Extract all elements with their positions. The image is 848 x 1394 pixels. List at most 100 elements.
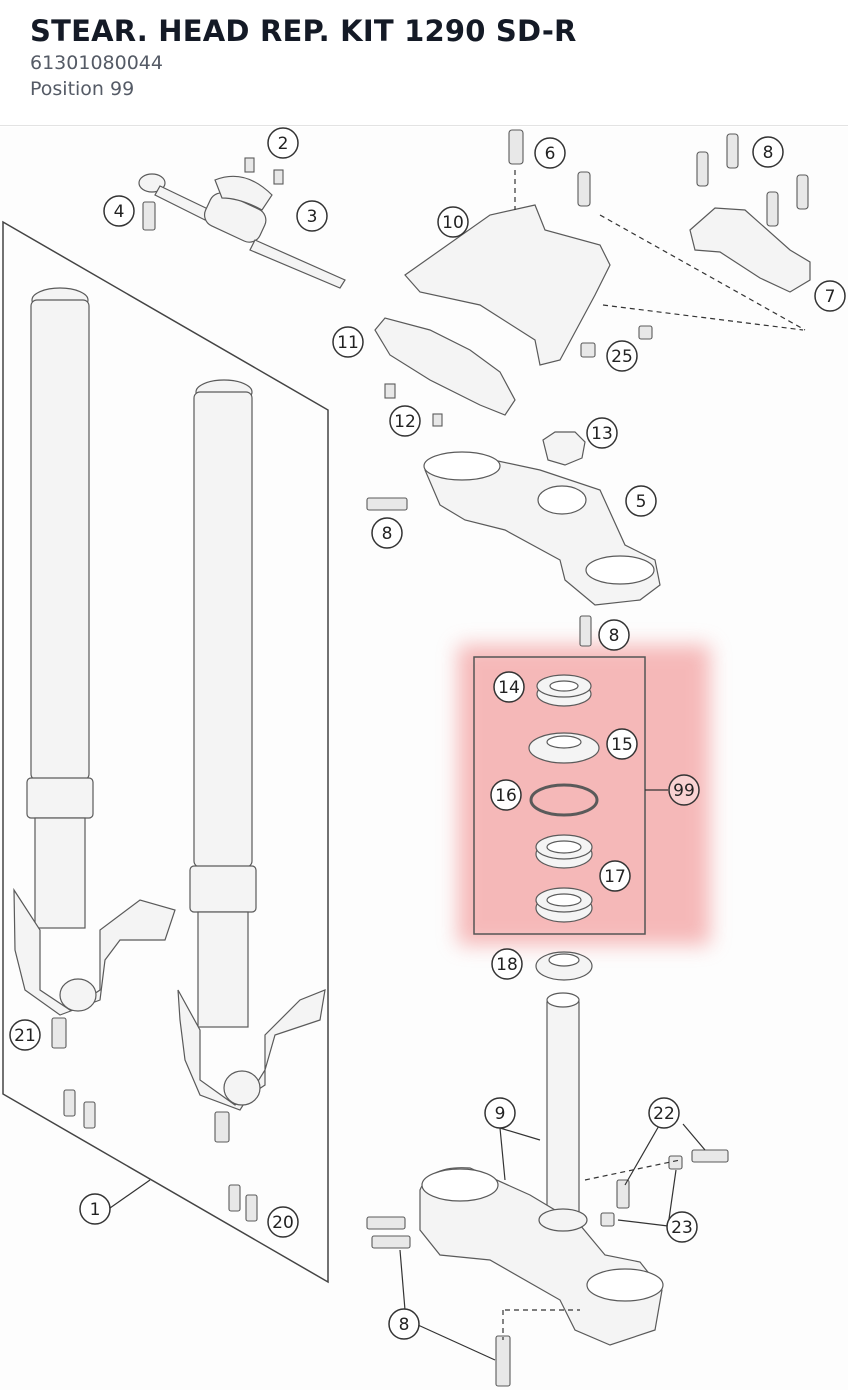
callout-14: 14 bbox=[493, 671, 525, 703]
callout-label: 13 bbox=[591, 424, 613, 444]
callout-circle bbox=[389, 405, 421, 437]
callout-label: 2 bbox=[278, 134, 289, 154]
nut-13 bbox=[542, 431, 586, 466]
clamp-7 bbox=[689, 207, 811, 293]
callout-label: 8 bbox=[763, 143, 774, 163]
callout-18: 18 bbox=[491, 948, 523, 980]
seal-18 bbox=[535, 951, 593, 981]
callout-12: 12 bbox=[389, 405, 421, 437]
callout-label: 12 bbox=[394, 412, 416, 432]
callout-label: 11 bbox=[337, 333, 359, 353]
fork-panel bbox=[2, 220, 329, 1284]
callout-label: 10 bbox=[442, 213, 464, 233]
callout-label: 8 bbox=[399, 1315, 410, 1335]
callout-circle bbox=[752, 136, 784, 168]
callout-9: 9 bbox=[484, 1097, 516, 1129]
callout-label: 99 bbox=[673, 781, 695, 801]
callout-circle bbox=[668, 774, 700, 806]
callout-8: 8 bbox=[371, 517, 403, 549]
callout-label: 1 bbox=[90, 1200, 101, 1220]
callout-10: 10 bbox=[437, 206, 469, 238]
callout-label: 15 bbox=[611, 735, 633, 755]
callout-circle bbox=[267, 1206, 299, 1238]
callout-label: 22 bbox=[653, 1104, 675, 1124]
fork-leg-right bbox=[177, 379, 326, 1111]
callout-20: 20 bbox=[267, 1206, 299, 1238]
callout-label: 9 bbox=[495, 1104, 506, 1124]
bolts bbox=[51, 129, 809, 1387]
callout-8: 8 bbox=[598, 619, 630, 651]
position-label: Position 99 bbox=[30, 78, 135, 100]
page-header: STEAR. HEAD REP. KIT 1290 SD-R 613010800… bbox=[0, 0, 848, 126]
callout-circle bbox=[625, 485, 657, 517]
callout-17: 17 bbox=[599, 860, 631, 892]
steering-damper bbox=[138, 173, 346, 289]
callout-4: 4 bbox=[103, 195, 135, 227]
callout-circle bbox=[296, 200, 328, 232]
callout-label: 17 bbox=[604, 867, 626, 887]
callout-8: 8 bbox=[752, 136, 784, 168]
kit-parts bbox=[528, 674, 600, 923]
page-title: STEAR. HEAD REP. KIT 1290 SD-R bbox=[30, 14, 577, 48]
callout-7: 7 bbox=[814, 280, 846, 312]
callout-label: 23 bbox=[671, 1218, 693, 1238]
callout-13: 13 bbox=[586, 417, 618, 449]
callout-circle bbox=[79, 1193, 111, 1225]
callout-1: 1 bbox=[79, 1193, 111, 1225]
callout-circle bbox=[493, 671, 525, 703]
callout-label: 7 bbox=[825, 287, 836, 307]
lower-triple-clamp bbox=[419, 992, 664, 1346]
callout-label: 5 bbox=[636, 492, 647, 512]
callout-label: 14 bbox=[498, 678, 520, 698]
leader-lines bbox=[109, 170, 806, 1361]
callout-circle bbox=[332, 326, 364, 358]
diagram-canvas: 2346810711251213588141516991718219221202… bbox=[2, 127, 846, 1387]
fork-leg-left bbox=[13, 287, 176, 1016]
kit-frame bbox=[473, 656, 646, 935]
handlebar-mount bbox=[404, 204, 611, 366]
callout-circle bbox=[491, 948, 523, 980]
callout-circle bbox=[534, 137, 566, 169]
callout-label: 4 bbox=[114, 202, 125, 222]
bracket-11 bbox=[374, 317, 516, 416]
callout-label: 8 bbox=[609, 626, 620, 646]
callout-circle bbox=[666, 1211, 698, 1243]
callout-25: 25 bbox=[606, 340, 638, 372]
callout-circle bbox=[606, 340, 638, 372]
callout-15: 15 bbox=[606, 728, 638, 760]
callout-circle bbox=[484, 1097, 516, 1129]
callout-23: 23 bbox=[666, 1211, 698, 1243]
upper-triple-clamp bbox=[423, 451, 661, 606]
callout-circle bbox=[388, 1308, 420, 1340]
callout-22: 22 bbox=[648, 1097, 680, 1129]
callout-21: 21 bbox=[9, 1019, 41, 1051]
callout-circle bbox=[598, 619, 630, 651]
callout-5: 5 bbox=[625, 485, 657, 517]
callout-16: 16 bbox=[490, 779, 522, 811]
callout-circle bbox=[371, 517, 403, 549]
callout-label: 25 bbox=[611, 347, 633, 367]
part-number: 61301080044 bbox=[30, 52, 163, 74]
callout-11: 11 bbox=[332, 326, 364, 358]
callout-circle bbox=[586, 417, 618, 449]
callout-label: 8 bbox=[382, 524, 393, 544]
callout-2: 2 bbox=[267, 127, 299, 159]
callout-3: 3 bbox=[296, 200, 328, 232]
callout-circle bbox=[437, 206, 469, 238]
callout-circle bbox=[648, 1097, 680, 1129]
callout-label: 6 bbox=[545, 144, 556, 164]
callout-circle bbox=[490, 779, 522, 811]
callout-circle bbox=[267, 127, 299, 159]
callout-circle bbox=[599, 860, 631, 892]
callout-99: 99 bbox=[668, 774, 700, 806]
callout-circle bbox=[9, 1019, 41, 1051]
callout-label: 16 bbox=[495, 786, 517, 806]
callout-label: 20 bbox=[272, 1213, 294, 1233]
callout-circle bbox=[606, 728, 638, 760]
callout-label: 18 bbox=[496, 955, 518, 975]
callout-circle bbox=[103, 195, 135, 227]
callout-6: 6 bbox=[534, 137, 566, 169]
callout-label: 21 bbox=[14, 1026, 36, 1046]
